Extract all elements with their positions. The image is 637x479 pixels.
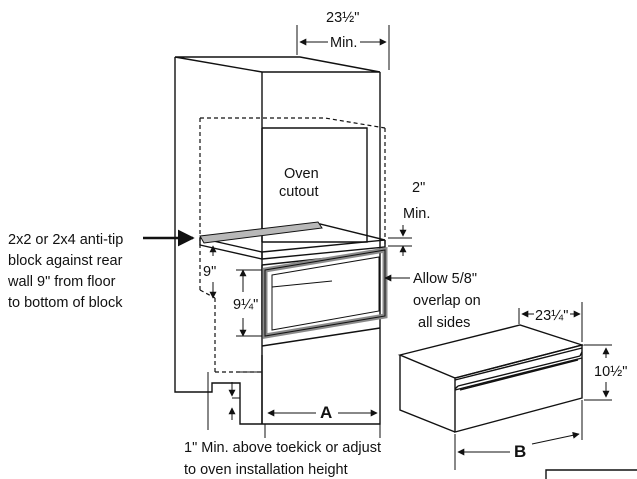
allow-line3: all sides [418, 315, 470, 331]
anti-tip-line3: wall 9" from floor [7, 274, 116, 290]
nine-quarter-label: 9¼" [233, 297, 258, 313]
anti-tip-line4: to bottom of block [8, 295, 123, 311]
anti-tip-block [199, 221, 323, 244]
drawer-height-label: 10½" [594, 364, 627, 380]
drawer-width-label: 23¼" [535, 308, 568, 324]
anti-tip-line1: 2x2 or 2x4 anti-tip [8, 232, 123, 248]
trim-frame [262, 247, 388, 339]
two-inch-min-label: Min. [403, 206, 430, 222]
oven-label-line2: cutout [279, 184, 319, 200]
corner-fragment [545, 469, 637, 479]
dim-2in: 2" Min. [388, 180, 430, 256]
allow-line2: overlap on [413, 293, 481, 309]
dim-b: B [454, 400, 583, 470]
dim-9in: 9" [203, 245, 217, 299]
a-label: A [320, 403, 332, 422]
dim-9-quarter: 9¼" [233, 269, 262, 337]
oven-cutout-dashed [199, 117, 386, 373]
dim-toekick [207, 371, 262, 430]
allow-line1: Allow 5/8" [413, 271, 477, 287]
oven-cutout [261, 127, 368, 243]
bottom-note-line2: to oven installation height [184, 462, 348, 478]
dim-drawer-height: 10½" [584, 344, 627, 401]
warming-drawer [397, 324, 585, 433]
overlap-callout: Allow 5/8" overlap on all sides [384, 271, 481, 331]
top-dim-label: 23½" [326, 10, 359, 26]
shelf [199, 221, 386, 260]
dim-a: A [264, 403, 381, 438]
anti-tip-callout: 2x2 or 2x4 anti-tip block against rear w… [7, 229, 195, 311]
b-label: B [514, 442, 526, 461]
top-min-label: Min. [330, 35, 357, 51]
dim-top-width: 23½" Min. [296, 10, 390, 70]
nine-inch-label: 9" [203, 264, 216, 280]
two-inch-label: 2" [412, 180, 425, 196]
dim-drawer-width: 23¼" [518, 302, 583, 342]
bottom-note-line1: 1" Min. above toekick or adjust [184, 440, 381, 456]
lower-cabinet [261, 327, 381, 424]
oven-label-line1: Oven [284, 166, 319, 182]
anti-tip-line2: block against rear [8, 253, 123, 269]
